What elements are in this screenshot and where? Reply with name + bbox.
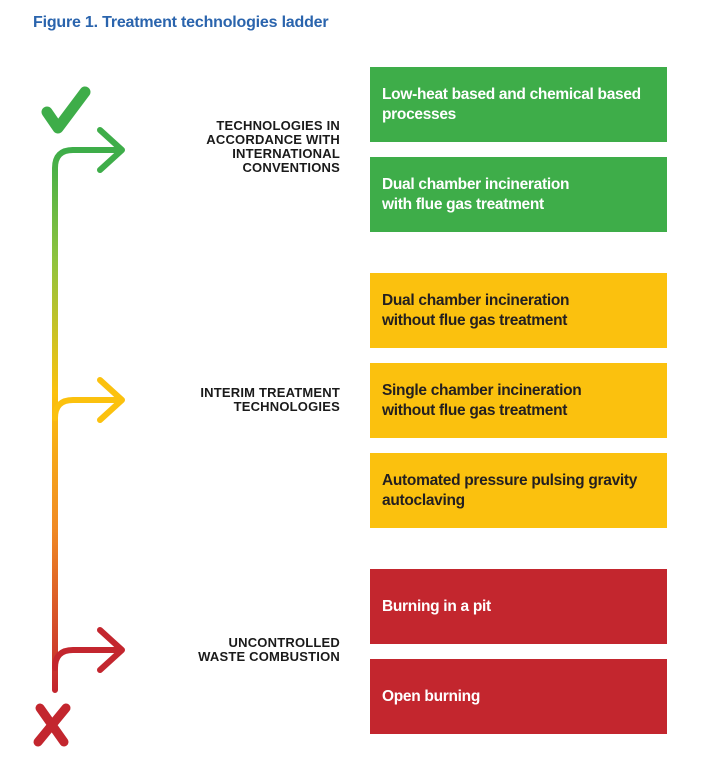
box-text-line: with flue gas treatment — [382, 195, 544, 213]
tier-label-line: INTERNATIONAL — [232, 146, 340, 161]
box-text-line: Dual chamber incineration — [382, 291, 570, 309]
box-text-line: Low-heat based and chemical based — [382, 85, 641, 103]
red-branch-arrow — [52, 627, 125, 673]
box-text-line: processes — [382, 105, 456, 123]
technology-box-open-burning: Open burning — [370, 659, 667, 734]
tier-label-line: ACCORDANCE WITH — [206, 132, 340, 147]
tier-label-international: TECHNOLOGIES IN ACCORDANCE WITH INTERNAT… — [206, 119, 340, 175]
technology-box-burning-in-pit: Burning in a pit — [370, 569, 667, 644]
box-text: Burning in a pit — [382, 597, 491, 617]
technology-box-dual-chamber-with-flue: Dual chamber incineration with flue gas … — [370, 157, 667, 232]
tier-label-interim: INTERIM TREATMENT TECHNOLOGIES — [200, 386, 340, 414]
tier-label-line: TECHNOLOGIES — [233, 399, 340, 414]
check-mark-icon — [41, 86, 91, 134]
technology-box-dual-chamber-without-flue: Dual chamber incineration without flue g… — [370, 273, 667, 348]
green-branch-arrow — [70, 127, 125, 173]
box-text-line: Automated pressure pulsing gravity — [382, 471, 638, 489]
box-text-line: without flue gas treatment — [382, 401, 568, 419]
box-text: Automated pressure pulsing gravity autoc… — [382, 471, 637, 511]
figure-title: Figure 1. Treatment technologies ladder — [33, 14, 329, 31]
tier-label-line: INTERIM TREATMENT — [200, 385, 340, 400]
box-text-line: Burning in a pit — [382, 597, 491, 615]
tier-label-line: WASTE COMBUSTION — [198, 649, 340, 664]
box-text: Dual chamber incineration with flue gas … — [382, 175, 569, 215]
technology-box-low-heat-chemical: Low-heat based and chemical based proces… — [370, 67, 667, 142]
tier-label-line: CONVENTIONS — [242, 160, 340, 175]
cross-mark-icon — [33, 703, 71, 747]
box-text: Open burning — [382, 687, 480, 707]
box-text: Dual chamber incineration without flue g… — [382, 291, 569, 331]
box-text-line: Single chamber incineration — [382, 381, 582, 399]
technology-box-pressure-pulsing-autoclaving: Automated pressure pulsing gravity autoc… — [370, 453, 667, 528]
box-text-line: autoclaving — [382, 491, 465, 509]
tier-label-line: TECHNOLOGIES IN — [216, 118, 340, 133]
box-text-line: without flue gas treatment — [382, 311, 568, 329]
ladder-rail — [52, 147, 76, 693]
technology-box-single-chamber: Single chamber incineration without flue… — [370, 363, 667, 438]
box-text-line: Open burning — [382, 687, 480, 705]
box-text: Low-heat based and chemical based proces… — [382, 85, 641, 125]
yellow-branch-arrow — [52, 377, 125, 423]
tier-label-uncontrolled: UNCONTROLLED WASTE COMBUSTION — [198, 636, 340, 664]
box-text-line: Dual chamber incineration — [382, 175, 570, 193]
box-text: Single chamber incineration without flue… — [382, 381, 582, 421]
tier-label-line: UNCONTROLLED — [228, 635, 340, 650]
